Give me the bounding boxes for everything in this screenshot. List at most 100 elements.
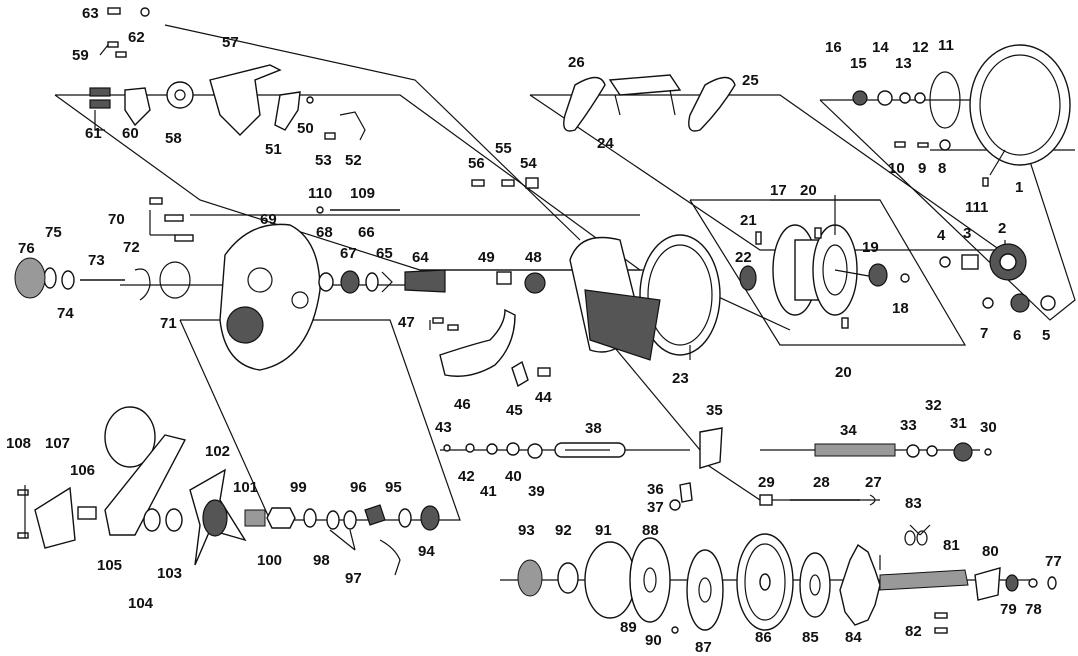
part-label-39: 39 bbox=[528, 483, 545, 500]
part-label-55: 55 bbox=[495, 140, 512, 157]
part-label-26: 26 bbox=[568, 54, 585, 71]
part-label-68: 68 bbox=[316, 224, 333, 241]
screw-54 bbox=[525, 177, 539, 189]
clutch-cam-57 bbox=[209, 64, 282, 136]
part-label-77: 77 bbox=[1045, 553, 1062, 570]
side-plate-69 bbox=[219, 223, 321, 371]
part-label-46: 46 bbox=[454, 396, 471, 413]
part-label-62: 62 bbox=[128, 29, 145, 46]
part-label-51: 51 bbox=[265, 141, 282, 158]
part-label-75: 75 bbox=[45, 224, 62, 241]
pin-21 bbox=[755, 231, 762, 245]
bearing-94 bbox=[420, 505, 440, 531]
part-label-47: 47 bbox=[398, 314, 415, 331]
sleeve-92 bbox=[557, 562, 579, 594]
clip-72 bbox=[134, 268, 151, 301]
part-label-70: 70 bbox=[108, 211, 125, 228]
part-label-53: 53 bbox=[315, 152, 332, 169]
main-gear-group bbox=[517, 530, 1057, 634]
part-label-66: 66 bbox=[358, 224, 375, 241]
part-label-103: 103 bbox=[157, 565, 182, 582]
spring-101 bbox=[244, 509, 266, 527]
part-label-4: 4 bbox=[937, 227, 946, 244]
part-label-95: 95 bbox=[385, 479, 402, 496]
part-label-45: 45 bbox=[506, 402, 523, 419]
washer-98b bbox=[343, 510, 357, 530]
screw-111 bbox=[982, 177, 989, 187]
cap-68 bbox=[318, 272, 334, 292]
washer-62 bbox=[140, 7, 150, 17]
part-label-56: 56 bbox=[468, 155, 485, 172]
pawl-plate-46 bbox=[439, 308, 516, 377]
part-label-89: 89 bbox=[620, 619, 637, 636]
spring-97 bbox=[379, 539, 401, 576]
screw-59b bbox=[115, 51, 127, 58]
part-label-10: 10 bbox=[888, 160, 905, 177]
screw-90 bbox=[671, 626, 679, 634]
pin-9 bbox=[917, 142, 929, 148]
part-label-108: 108 bbox=[6, 435, 31, 452]
screw-47a bbox=[432, 317, 444, 324]
thumb-bar-24 bbox=[608, 74, 682, 96]
disc-88 bbox=[629, 537, 671, 623]
handle-plate-107 bbox=[34, 486, 76, 549]
washer-40 bbox=[506, 442, 520, 456]
part-label-109: 109 bbox=[350, 185, 375, 202]
part-label-88: 88 bbox=[642, 522, 659, 539]
pin-20-bottom bbox=[841, 317, 849, 329]
part-label-9: 9 bbox=[918, 160, 926, 177]
part-label-29: 29 bbox=[758, 474, 775, 491]
pinion-19 bbox=[868, 263, 888, 287]
part-label-19: 19 bbox=[862, 239, 879, 256]
part-label-48: 48 bbox=[525, 249, 542, 266]
part-label-60: 60 bbox=[122, 125, 139, 142]
part-label-36: 36 bbox=[647, 481, 664, 498]
part-label-80: 80 bbox=[982, 543, 999, 560]
bearing-48 bbox=[524, 272, 546, 294]
part-label-72: 72 bbox=[123, 239, 140, 256]
knob-76 bbox=[14, 257, 46, 299]
bearing-93 bbox=[517, 559, 543, 597]
ratchet-84 bbox=[839, 543, 881, 626]
pawl-45 bbox=[511, 360, 529, 388]
collar-39 bbox=[527, 443, 543, 459]
part-label-85: 85 bbox=[802, 629, 819, 646]
bearing-79 bbox=[1005, 574, 1019, 592]
part-label-20-top: 20 bbox=[800, 182, 817, 199]
screw-108a bbox=[17, 489, 29, 496]
screw-7 bbox=[982, 297, 994, 309]
part-label-31: 31 bbox=[950, 415, 967, 432]
side-plate-group bbox=[852, 44, 1071, 313]
part-label-97: 97 bbox=[345, 570, 362, 587]
part-label-2: 2 bbox=[998, 220, 1006, 237]
part-label-58: 58 bbox=[165, 130, 182, 147]
screw-108b bbox=[17, 532, 29, 539]
pin-20-top bbox=[814, 227, 822, 239]
pin-29 bbox=[759, 494, 773, 506]
part-label-71: 71 bbox=[160, 315, 177, 332]
washer-13 bbox=[899, 92, 911, 104]
part-label-35: 35 bbox=[706, 402, 723, 419]
part-label-100: 100 bbox=[257, 552, 282, 569]
part-label-12: 12 bbox=[912, 39, 929, 56]
bushing-33 bbox=[906, 444, 920, 458]
screw-82b bbox=[934, 627, 948, 634]
part-label-99: 99 bbox=[290, 479, 307, 496]
part-label-54: 54 bbox=[520, 155, 537, 172]
pin-10 bbox=[894, 141, 906, 148]
part-label-111: 111 bbox=[965, 199, 988, 216]
part-label-92: 92 bbox=[555, 522, 572, 539]
disc-85 bbox=[799, 552, 831, 618]
washer-75 bbox=[43, 267, 57, 289]
part-label-94: 94 bbox=[418, 543, 435, 560]
part-label-57: 57 bbox=[222, 34, 239, 51]
washer-95 bbox=[398, 508, 412, 528]
part-label-44: 44 bbox=[535, 389, 552, 406]
washer-104 bbox=[143, 508, 161, 532]
clutch-group bbox=[89, 7, 539, 214]
handle-arm-105 bbox=[104, 434, 187, 536]
washer-78 bbox=[1028, 578, 1038, 588]
disc-91 bbox=[584, 541, 636, 619]
part-label-3: 3 bbox=[963, 225, 971, 242]
part-label-78: 78 bbox=[1025, 601, 1042, 618]
